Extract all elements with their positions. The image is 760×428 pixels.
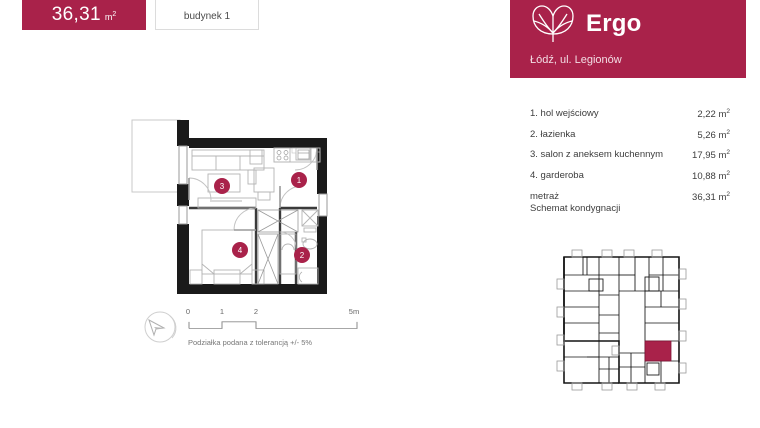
building-badge: budynek 1 [155, 0, 259, 30]
scale-tick-0: 0 [185, 307, 191, 316]
total-label: metraż [530, 190, 560, 202]
room-area: 2,22 m2 [697, 108, 730, 121]
room-area: 17,95 m2 [692, 149, 730, 162]
schedule-row-total: metraż 36,31 m2 [530, 191, 730, 203]
north-arrow-compass-icon [144, 311, 177, 343]
windows [178, 145, 328, 225]
room-marker-1[interactable]: 1 [291, 172, 307, 188]
brand-panel: Ergo Łódź, ul. Legionów [510, 0, 746, 78]
scale-tick-1: 1 [219, 307, 225, 316]
room-name: 2. łazienka [530, 128, 576, 140]
toilet-icon [302, 238, 318, 250]
brand-address: Łódź, ul. Legionów [530, 54, 622, 66]
balcony [131, 119, 181, 193]
room-schedule: 1. hol wejściowy 2,22 m2 2. łazienka 5,2… [530, 108, 730, 211]
scale-note: Podziałka podana z tolerancją +/- 5% [188, 338, 313, 347]
building-label: budynek 1 [183, 11, 231, 22]
tv-console [197, 197, 257, 209]
sink-icon [297, 149, 310, 160]
room-name: 3. salon z aneksem kuchennym [530, 149, 664, 161]
brand-name: Ergo [586, 10, 642, 37]
bathroom-fixtures [297, 237, 319, 285]
wall-cabinets [291, 147, 321, 163]
total-area: 36,31 m2 [692, 190, 730, 203]
marker-label-3: 3 [220, 182, 225, 191]
area-value: 36,31 [51, 4, 101, 25]
scale-tick-3: 5m [348, 307, 360, 316]
schedule-row: 4. garderoba 10,88 m2 [530, 170, 730, 182]
room-area: 5,26 m2 [697, 128, 730, 141]
schedule-row: 1. hol wejściowy 2,22 m2 [530, 108, 730, 120]
dining-set [247, 149, 275, 201]
tulip-flower-logo-icon [532, 5, 574, 42]
schedule-row: 2. łazienka 5,26 m2 [530, 129, 730, 141]
nightstands [189, 269, 265, 285]
room-name: 1. hol wejściowy [530, 108, 599, 119]
sofa [191, 149, 265, 171]
schematic-title: Schemat kondygnacji [530, 203, 621, 214]
marker-label-2: 2 [300, 251, 305, 260]
area-unit: m2 [104, 11, 117, 22]
highlighted-unit [644, 340, 672, 362]
apartment-floorplan: 1 2 3 4 [131, 119, 328, 294]
stove-icon [276, 150, 289, 161]
marker-label-1: 1 [297, 176, 302, 185]
brand-row: Ergo [510, 0, 746, 44]
room-name: 4. garderoba [530, 169, 584, 181]
marker-label-4: 4 [238, 246, 243, 255]
scale-section: 0 1 2 5m Podziałka podana z tolerancją +… [140, 305, 360, 353]
floor-schematic [556, 249, 687, 391]
scale-bar [188, 321, 358, 329]
room-marker-3[interactable]: 3 [214, 178, 230, 194]
exterior-walls [177, 120, 327, 294]
bathtub [297, 267, 319, 285]
washing-machine [301, 209, 319, 233]
room-area: 10,88 m2 [692, 169, 730, 183]
room-marker-4[interactable]: 4 [232, 242, 248, 258]
schedule-row: 3. salon z aneksem kuchennym 17,95 m2 [530, 149, 730, 161]
area-badge: 36,31 m2 [22, 0, 146, 30]
bed [201, 229, 253, 285]
wardrobe [257, 209, 299, 285]
scale-tick-2: 2 [253, 307, 259, 316]
door-leaves [188, 148, 318, 231]
room-marker-2[interactable]: 2 [294, 247, 310, 263]
